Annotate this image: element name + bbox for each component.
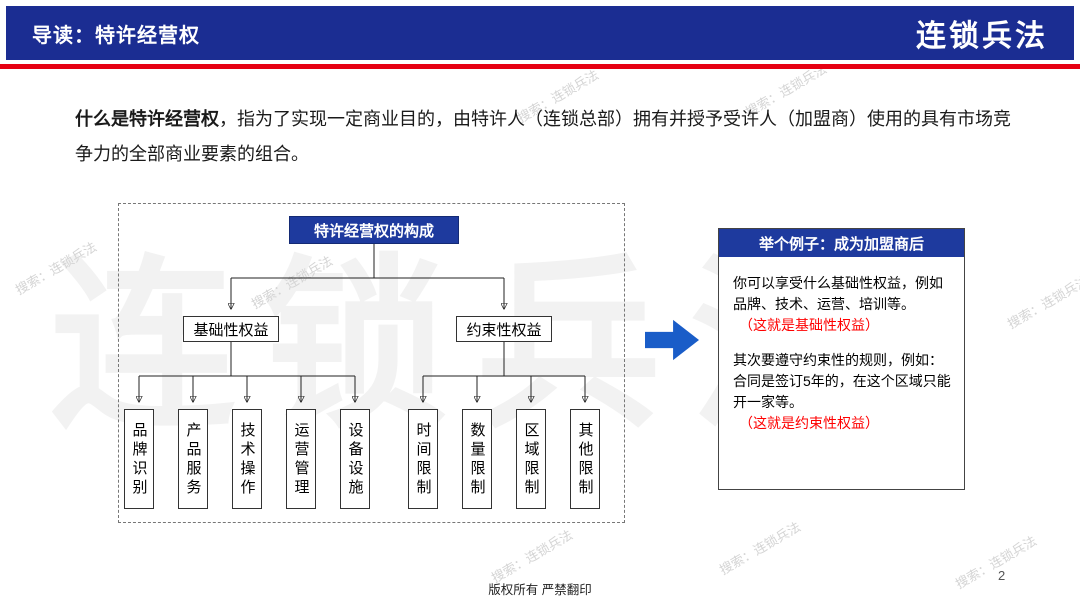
header-accent-line xyxy=(0,64,1080,69)
watermark-text: 搜索：连锁兵法 xyxy=(488,527,576,586)
example-card: 举个例子：成为加盟商后 你可以享受什么基础性权益，例如品牌、技术、运营、培训等。… xyxy=(718,228,965,490)
example-paragraph-2: 其次要遵守约束性的规则，例如：合同是签订5年的，在这个区域只能开一家等。 xyxy=(733,352,951,410)
watermark-text: 搜索：连锁兵法 xyxy=(1004,273,1080,332)
tree-leaf-region-limit: 区域限制 xyxy=(516,409,546,509)
tree-leaf-time-limit: 时间限制 xyxy=(408,409,438,509)
tree-leaf-product: 产品服务 xyxy=(178,409,208,509)
flow-arrow-icon xyxy=(645,319,699,361)
tree-leaf-tech: 技术操作 xyxy=(232,409,262,509)
example-body: 你可以享受什么基础性权益，例如品牌、技术、运营、培训等。 （这就是基础性权益） … xyxy=(719,257,964,434)
watermark-text: 搜索：连锁兵法 xyxy=(716,519,804,578)
tree-leaf-equipment: 设备设施 xyxy=(340,409,370,509)
header-bar: 导读：特许经营权 连锁兵法 xyxy=(6,6,1074,60)
tree-leaf-brand: 品牌识别 xyxy=(124,409,154,509)
tree-leaf-other-limit: 其他限制 xyxy=(570,409,600,509)
example-title: 举个例子：成为加盟商后 xyxy=(719,229,964,257)
intro-rest: ，指为了实现一定商业目的，由特许人（连锁总部）拥有并授予受许人（加盟商）使用的具… xyxy=(75,109,1011,165)
page-number: 2 xyxy=(998,568,1006,583)
watermark-text: 搜索：连锁兵法 xyxy=(12,239,100,298)
page-title: 导读：特许经营权 xyxy=(32,24,200,47)
tree-branch-basic-rights: 基础性权益 xyxy=(183,316,279,342)
tree-branch-binding-rights: 约束性权益 xyxy=(456,316,552,342)
diagram-connectors xyxy=(119,244,624,522)
tree-leaf-operation: 运营管理 xyxy=(286,409,316,509)
footer-copyright: 版权所有 严禁翻印 xyxy=(488,583,592,597)
example-note-1: （这就是基础性权益） xyxy=(739,317,879,333)
example-paragraph-1: 你可以享受什么基础性权益，例如品牌、技术、运营、培训等。 xyxy=(733,275,943,312)
example-note-2: （这就是约束性权益） xyxy=(739,415,879,431)
intro-lead: 什么是特许经营权 xyxy=(75,109,219,129)
intro-paragraph: 什么是特许经营权，指为了实现一定商业目的，由特许人（连锁总部）拥有并授予受许人（… xyxy=(75,102,1020,172)
diagram-panel: 特许经营权的构成 基础性权益 约束性权益 品牌识别 产品服务 技术操作 运营管理… xyxy=(118,203,625,523)
tree-leaf-quantity-limit: 数量限制 xyxy=(462,409,492,509)
tree-root-node: 特许经营权的构成 xyxy=(289,216,459,244)
spacer xyxy=(733,336,952,350)
brand-logo: 连锁兵法 xyxy=(916,20,1048,53)
